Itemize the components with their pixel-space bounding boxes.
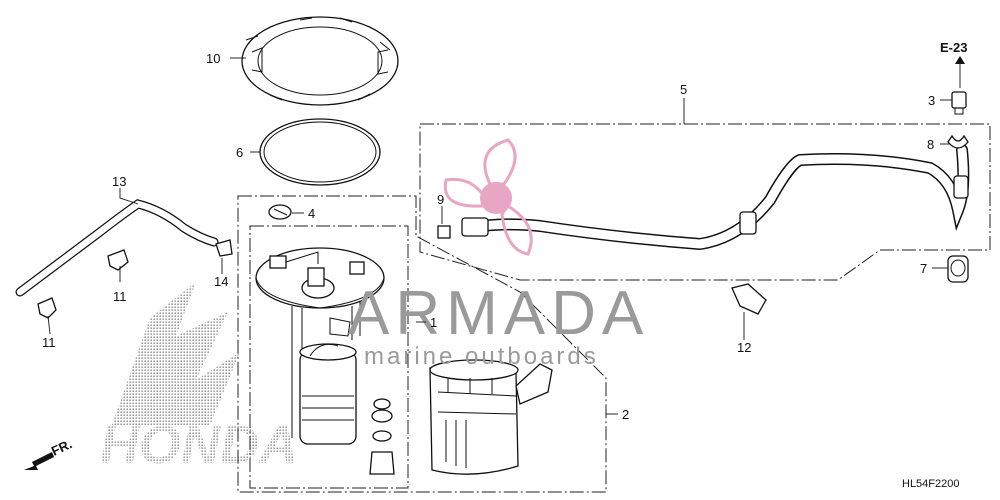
- clip-4: [268, 204, 292, 220]
- drawing-code: HL54F2200: [902, 478, 960, 490]
- fuel-feed-hose: [437, 144, 970, 251]
- pump-assembly-box: [237, 195, 607, 493]
- clip-11a: [107, 249, 129, 271]
- front-direction-arrow: FR.: [24, 436, 74, 470]
- section-reference: E-23: [940, 40, 967, 55]
- callout-13: 13: [112, 174, 126, 189]
- hose-assembly-box: [419, 123, 991, 281]
- watermark-subtitle: marine outboards: [364, 343, 599, 370]
- callout-8: 8: [927, 137, 934, 152]
- callout-4: 4: [308, 206, 315, 221]
- callout-7: 7: [920, 261, 927, 276]
- brand-logo-text: HONDA: [100, 415, 298, 475]
- tank-gasket: [259, 118, 381, 186]
- bracket-12: [731, 283, 767, 315]
- callout-6: 6: [236, 145, 243, 160]
- propeller-logo: [443, 138, 533, 256]
- callout-3: 3: [928, 93, 935, 108]
- clip-8: [947, 134, 969, 149]
- callout-9: 9: [437, 192, 444, 207]
- brand-logo: HONDA: [100, 282, 298, 475]
- callout-1: 1: [430, 315, 437, 330]
- fuel-pump-module: [255, 247, 385, 445]
- callout-2: 2: [622, 407, 629, 422]
- leader-lines: [47, 56, 965, 415]
- callout-10: 10: [206, 51, 220, 66]
- clip-14: [215, 239, 233, 257]
- clip-11b: [37, 297, 57, 319]
- grommet-7: [947, 255, 969, 283]
- callout-14: 14: [214, 274, 228, 289]
- callout-5: 5: [680, 82, 687, 97]
- pump-seals: [369, 398, 395, 475]
- connector-3: [951, 91, 967, 115]
- vent-tube: [15, 199, 219, 297]
- lock-ring: [241, 16, 399, 106]
- callout-11b: 11: [42, 335, 56, 350]
- callout-11a: 11: [113, 289, 127, 304]
- pump-inner-box: [249, 225, 409, 489]
- watermark-title: ARMADA: [348, 279, 649, 348]
- callout-12: 12: [737, 340, 751, 355]
- front-label: FR.: [49, 436, 74, 458]
- fuel-strainer-housing: [429, 359, 553, 475]
